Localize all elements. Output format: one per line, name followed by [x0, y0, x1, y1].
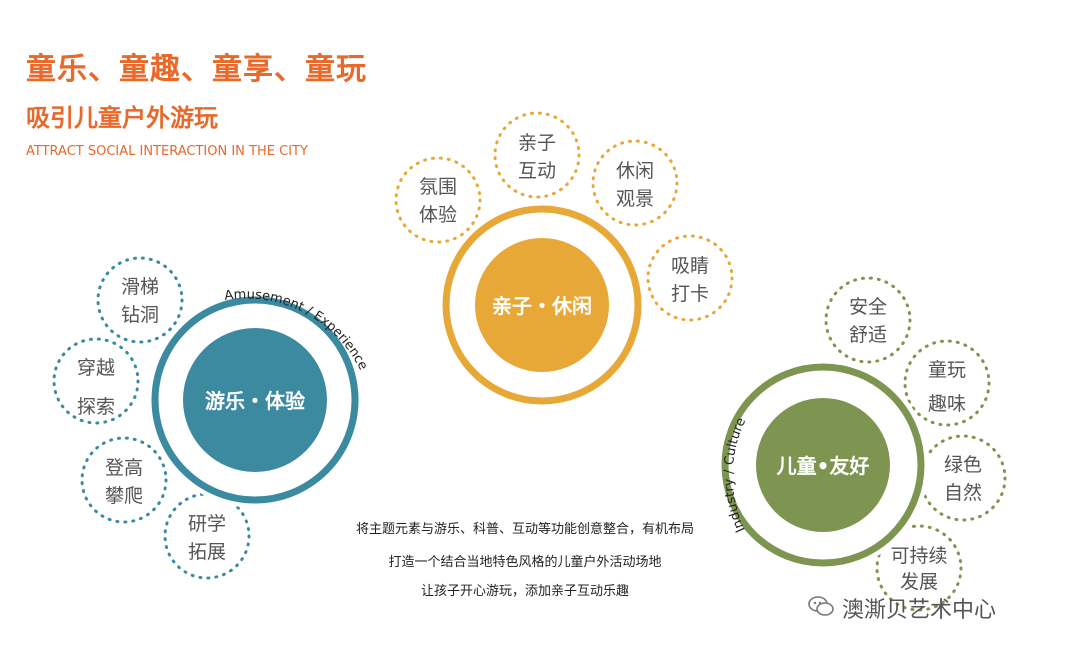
bubble-line-1: 绿色	[944, 454, 982, 476]
cluster-child-friendly: 儿童•友好 Industry / Culture 安全 舒适 童玩 趣味 绿色 …	[717, 276, 1007, 612]
bubble-outline	[875, 524, 963, 612]
bubble-line-2: 钻洞	[121, 304, 159, 326]
bubble-outline	[163, 492, 251, 580]
bubble-line-1: 研学	[188, 513, 226, 535]
bubble-outline	[903, 339, 991, 427]
bubble-outline	[394, 156, 482, 244]
bubble-line-1: 吸睛	[671, 255, 709, 277]
bubble-line-1: 童玩	[928, 359, 966, 381]
bubble-line-1: 登高	[105, 457, 143, 479]
outer-ring	[442, 205, 642, 405]
bubble-line-1: 穿越	[77, 357, 115, 379]
bubble-line-1: 安全	[849, 296, 887, 318]
center-disc	[756, 398, 890, 532]
description-line-3: 让孩子开心游玩，添加亲子互动乐趣	[420, 584, 629, 599]
center-disc	[183, 328, 327, 472]
subtitle: 吸引儿童户外游玩	[26, 104, 218, 132]
bubble-line-1: 休闲	[616, 160, 654, 182]
bubble-outline	[824, 276, 912, 364]
bubble-outline	[591, 139, 679, 227]
bubble-outline	[919, 434, 1007, 522]
bubble-line-1: 滑梯	[121, 276, 159, 298]
bubble-line-2: 探索	[77, 396, 115, 418]
bubble-line-1: 可持续	[890, 545, 947, 567]
center-label: 亲子・休闲	[492, 294, 592, 318]
tagline: ATTRACT SOCIAL INTERACTION IN THE CITY	[26, 144, 308, 159]
wechat-icon	[808, 595, 834, 623]
cluster-amusement: 游乐・体验 Amusement / Experience 滑梯 钻洞 穿越 探索…	[52, 256, 370, 580]
description-line-2: 打造一个结合当地特色风格的儿童户外活动场地	[388, 555, 662, 570]
bubble-line-2: 观景	[616, 188, 654, 210]
bubble-line-2: 打卡	[671, 283, 709, 305]
bubble-outline	[493, 111, 581, 199]
bubble-line-2: 舒适	[849, 324, 887, 346]
bubble-line-1: 氛围	[419, 176, 457, 198]
outer-ring	[721, 363, 925, 567]
bubble-line-1: 亲子	[518, 132, 556, 154]
watermark-text: 澳澌贝艺术中心	[842, 598, 997, 623]
description-line-1: 将主题元素与游乐、科普、互动等功能创意整合，有机布局	[355, 522, 694, 537]
bubble-outline	[96, 256, 184, 344]
bubble-line-2: 拓展	[188, 541, 226, 563]
center-label: 游乐・体验	[205, 389, 305, 413]
bubble-line-2: 发展	[900, 571, 938, 593]
main-title: 童乐、童趣、童享、童玩	[26, 52, 367, 87]
bubble-line-2: 攀爬	[105, 485, 143, 507]
center-label: 儿童•友好	[776, 454, 870, 478]
cluster-family: 亲子・休闲 氛围 体验 亲子 互动 休闲 观景 吸睛 打卡	[394, 111, 734, 409]
bubble-line-2: 互动	[518, 160, 556, 182]
bubble-line-2: 自然	[944, 482, 982, 504]
center-disc	[475, 238, 609, 372]
watermark: 澳澌贝艺术中心	[808, 592, 996, 624]
bubble-line-2: 体验	[419, 204, 457, 226]
outer-ring	[151, 296, 359, 504]
bubble-outline	[646, 234, 734, 322]
bubble-outline	[52, 337, 140, 425]
bubble-outline	[80, 436, 168, 524]
bubble-line-2: 趣味	[928, 393, 966, 415]
